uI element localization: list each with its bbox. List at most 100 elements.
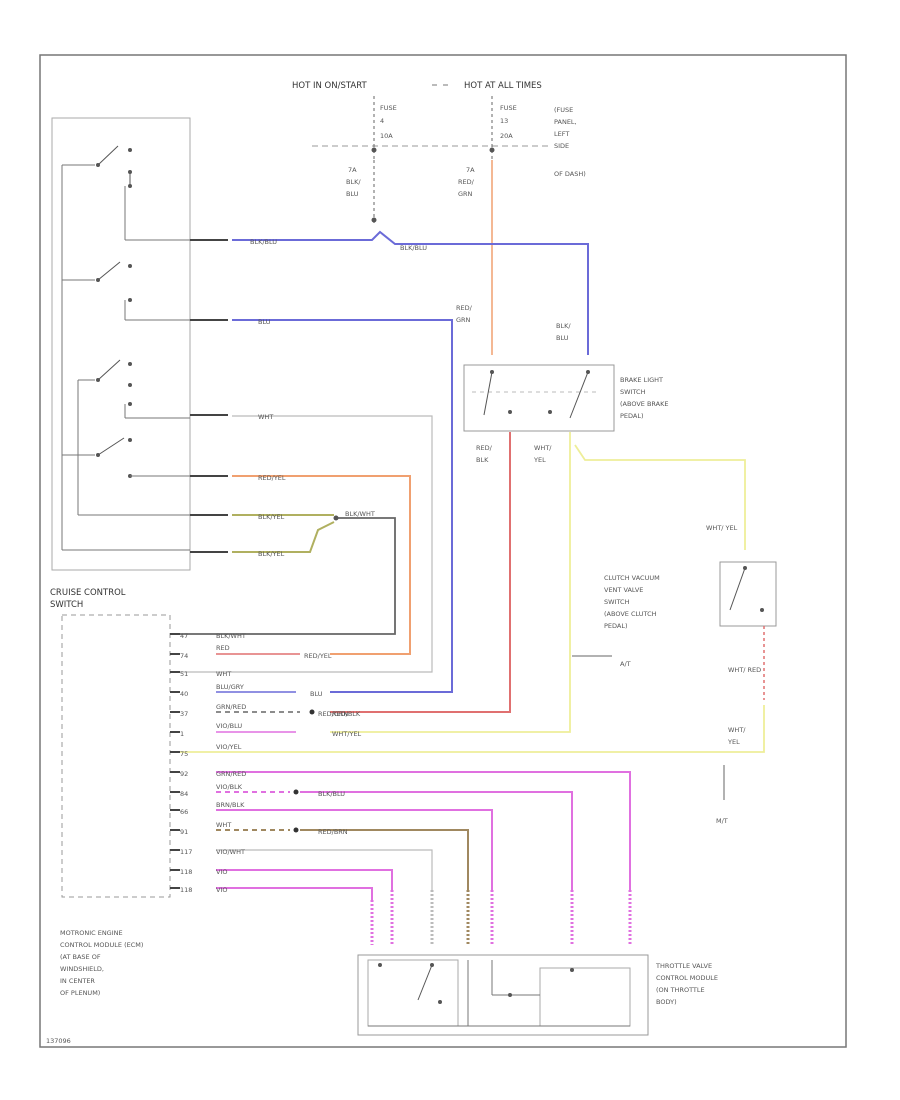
wire-label-blu-1: BLU [258,318,271,326]
ecm-pin-color: VIO [216,886,227,894]
wire-vio-yel [216,771,631,890]
fuse-panel-line-1: (FUSE [554,106,573,114]
throttle-label-2: CONTROL MODULE [656,974,718,982]
clutch-vacuum-switch: CLUTCH VACUUM VENT VALVE SWITCH (ABOVE C… [604,524,777,674]
diagram-code: 137096 [46,1037,71,1045]
ecm-pin-number: 51 [180,670,188,678]
wire-label-red-grn-ecm: RED/GRN [318,710,348,718]
ecm-pin-color: VIO/YEL [216,743,242,751]
wire-label-wht-red: WHT/ RED [728,666,761,674]
wire-label-wht-yel-2: WHT/ YEL [706,524,738,532]
cruise-control-switch: CRUISE CONTROL SWITCH [50,117,191,610]
switch-contact-2 [96,261,132,320]
wire-label-red-yel-ecm: RED/YEL [304,652,332,660]
clutch-switch-label-5: PEDAL) [604,622,628,630]
hot-at-all-times-label: HOT AT ALL TIMES [464,81,542,91]
brake-switch-label-1: BRAKE LIGHT [620,376,663,384]
switch-connector-stubs [190,239,228,553]
cruise-switch-label-1: CRUISE CONTROL [50,588,126,598]
throttle-label-3: (ON THROTTLE [656,986,705,994]
wire-label-blk-blu-2: BLK/BLU [400,244,427,252]
brake-output-label-1: RED/ [476,444,493,452]
fuse-13-rating: 20A [500,132,513,140]
wire-label-left-3: BLU [346,190,359,198]
ecm-pin-row: 51 WHT [170,670,231,678]
ecm-pin-color: VIO/BLK [216,783,243,791]
ecm-pin-color: RED [216,644,230,652]
fuse-panel-line-3: LEFT [554,130,569,138]
wire-red-yel [232,475,411,655]
wire-label-blk-wht: BLK/WHT [345,510,375,518]
ecm-pin-number: 75 [180,750,188,758]
wire-label-right-1: 7A [466,166,475,174]
cruise-switch-box [51,117,191,571]
ecm-pin-row: 47 BLK/WHT [170,632,246,640]
wire-wht-yel-clutch [574,444,746,550]
ecm-pins: 47 BLK/WHT 74 RED RED/YEL 51 WHT 40 BLU/… [170,632,631,900]
wire-wht-throttle [216,849,433,890]
fuse-13-number: 13 [500,117,508,125]
fuse-4-number: 4 [380,117,384,125]
ecm-pin-row: 118 VIO [170,868,393,890]
wire-red-blk [330,432,511,713]
mt-note: M/T [716,817,728,825]
ecm-pin-color: BLK/WHT [216,632,246,640]
ecm-pin-number: 118 [180,886,192,894]
fuse-panel-line-4: SIDE [554,142,569,150]
power-supply: HOT IN ON/START HOT AT ALL TIMES FUSE 4 … [292,81,586,355]
fuse-4-rating: 10A [380,132,393,140]
ecm-pin-color: VIO/WHT [216,848,245,856]
wire-label-wht: WHT [258,413,273,421]
ecm-pin-number: 66 [180,808,188,816]
throttle-connector-stubs [370,890,632,945]
wire-label-blu-ecm: BLU [310,690,323,698]
ecm-label-5: IN CENTER [60,977,95,985]
ecm-pin-number: 84 [180,790,188,798]
switch-contact-1 [96,145,132,240]
ecm-pin-row: 74 RED RED/YEL [170,644,332,660]
throttle-module-box [357,954,649,1036]
wire-label-left-1: 7A [348,166,357,174]
ecm-label-2: CONTROL MODULE (ECM) [60,941,143,949]
brake-input-label-1: RED/ [456,304,473,312]
wire-label-red-brn: RED/BRN [318,828,348,836]
brake-input-label-4: BLU [556,334,569,342]
ecm-pin-row: 92 GRN/RED [170,770,631,890]
ecm-pin-row: 75 VIO/YEL [170,743,242,758]
wire-vio [216,887,373,900]
fuse-4-label: FUSE [380,104,397,112]
throttle-valve-control-module: THROTTLE VALVE CONTROL MODULE (ON THROTT… [357,954,718,1036]
wire-label-right-2: RED/ [458,178,475,186]
brake-switch-label-3: (ABOVE BRAKE [620,400,668,408]
ecm-pin-row: 84 VIO/BLK [170,783,573,890]
ecm-pin-number: 92 [180,770,188,778]
ecm-pin-row: 37 GRN/RED [170,703,315,718]
wire-label-blk-yel-2: BLK/YEL [258,550,285,558]
wire-wht [172,415,433,673]
ecm-pin-color: BRN/BLK [216,801,245,809]
ecm-pin-row: 66 BRN/BLK [170,801,493,890]
hot-in-on-start-label: HOT IN ON/START [292,81,367,91]
wire-blk-blu-upper [232,230,589,355]
brake-switch-label-2: SWITCH [620,388,646,396]
mt-wire-label-2: YEL [727,738,740,746]
clutch-switch-label-1: CLUTCH VACUUM [604,574,660,582]
ecm-box [61,614,171,898]
ecm-pin-row: 91 WHT [170,821,469,890]
cruise-switch-label-2: SWITCH [50,600,83,610]
ecm-pin-row: 40 BLU/GRY BLU [170,683,323,698]
ecm-pin-row: 1 VIO/BLU [170,722,296,738]
ecm-label-1: MOTRONIC ENGINE [60,929,123,937]
wire-vio-wht [216,869,393,890]
mt-wire-label-1: WHT/ [728,726,746,734]
ecm-pin-number: 37 [180,710,188,718]
ecm-pin-number: 1 [180,730,184,738]
wire-label-blk-blu-3: BLK/BLU [318,790,345,798]
wire-wht-yel [330,432,571,733]
ecm-pin-color: GRN/RED [216,703,246,711]
wire-vio-grn [300,791,573,890]
throttle-label-1: THROTTLE VALVE [655,962,712,970]
brake-input-label-3: BLK/ [556,322,571,330]
clutch-switch-label-2: VENT VALVE [604,586,643,594]
